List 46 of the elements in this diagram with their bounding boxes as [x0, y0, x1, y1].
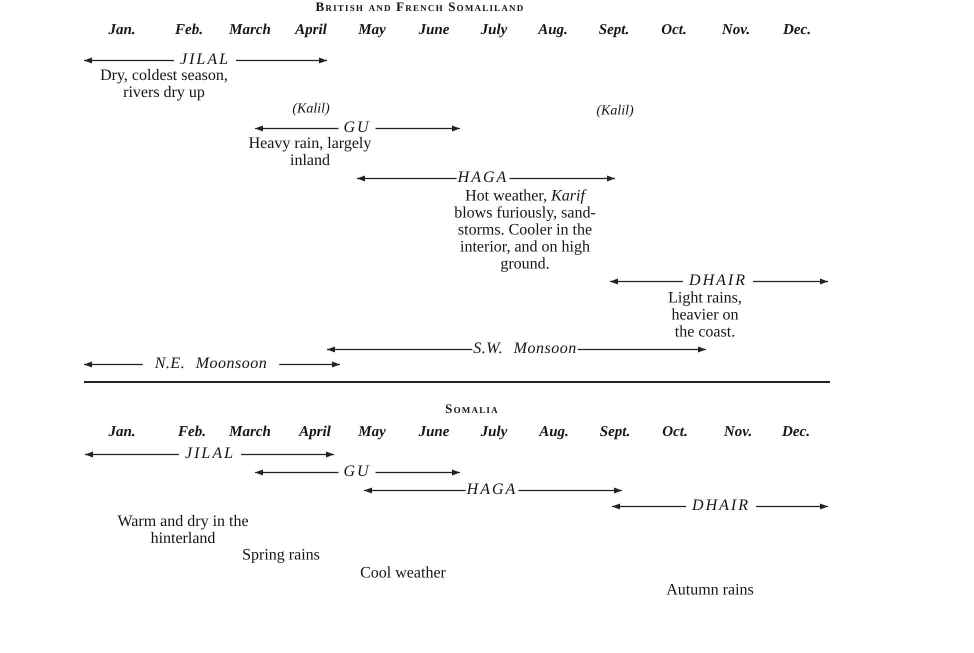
month-label: Feb.	[178, 424, 206, 440]
section-heading: Somalia	[445, 402, 499, 416]
month-label: June	[418, 424, 450, 440]
season-label: JILAL	[180, 51, 230, 69]
season-description: Autumn rains	[665, 582, 755, 598]
month-label: July	[480, 22, 508, 38]
month-label: Jan.	[108, 424, 136, 440]
month-label: Aug.	[539, 424, 569, 440]
monsoon-label: N.E. Moonsoon	[154, 355, 268, 373]
season-description: Heavy rain, largely inland	[248, 135, 372, 169]
season-description: Light rains, heavier on the coast.	[667, 290, 743, 340]
month-label: March	[229, 424, 271, 440]
month-label: Jan.	[108, 22, 136, 38]
month-label: Sept.	[598, 22, 630, 38]
month-label: March	[229, 22, 271, 38]
month-label: Nov.	[722, 22, 750, 38]
season-label: JILAL	[185, 445, 235, 463]
season-label: DHAIR	[692, 497, 750, 515]
monsoon-label: S.W. Monsoon	[473, 340, 577, 358]
season-description: Cool weather	[359, 564, 447, 582]
season-label: HAGA	[466, 481, 518, 499]
season-label: GU	[343, 463, 371, 481]
season-description: Hot weather, Karif blows furiously, sand-storms. Cooler in the interior, and on high ground.	[453, 188, 597, 272]
month-label: May	[358, 22, 386, 38]
month-label: Oct.	[662, 424, 688, 440]
section-heading: British and French Somaliland	[316, 0, 524, 14]
season-label: HAGA	[458, 169, 508, 187]
month-label: May	[358, 424, 386, 440]
month-label: Feb.	[175, 22, 203, 38]
season-description: Dry, coldest season, rivers dry up	[99, 67, 229, 101]
month-label: Dec.	[783, 22, 811, 38]
season-description: Warm and dry in the hinterland	[116, 513, 250, 547]
month-label: July	[480, 424, 508, 440]
season-label: GU	[343, 119, 371, 136]
month-label: Aug.	[538, 22, 568, 38]
month-label: Sept.	[600, 424, 630, 440]
season-label: DHAIR	[689, 272, 747, 290]
month-label: Nov.	[724, 424, 752, 440]
month-label: April	[295, 22, 327, 38]
month-label: Dec.	[782, 424, 810, 440]
month-label: April	[299, 424, 331, 440]
month-label: June	[418, 22, 450, 38]
month-label: Oct.	[661, 22, 687, 38]
season-description: Spring rains	[241, 546, 321, 564]
season-alternate-name: (Kalil)	[292, 101, 330, 117]
season-alternate-name: (Kalil)	[596, 103, 634, 119]
